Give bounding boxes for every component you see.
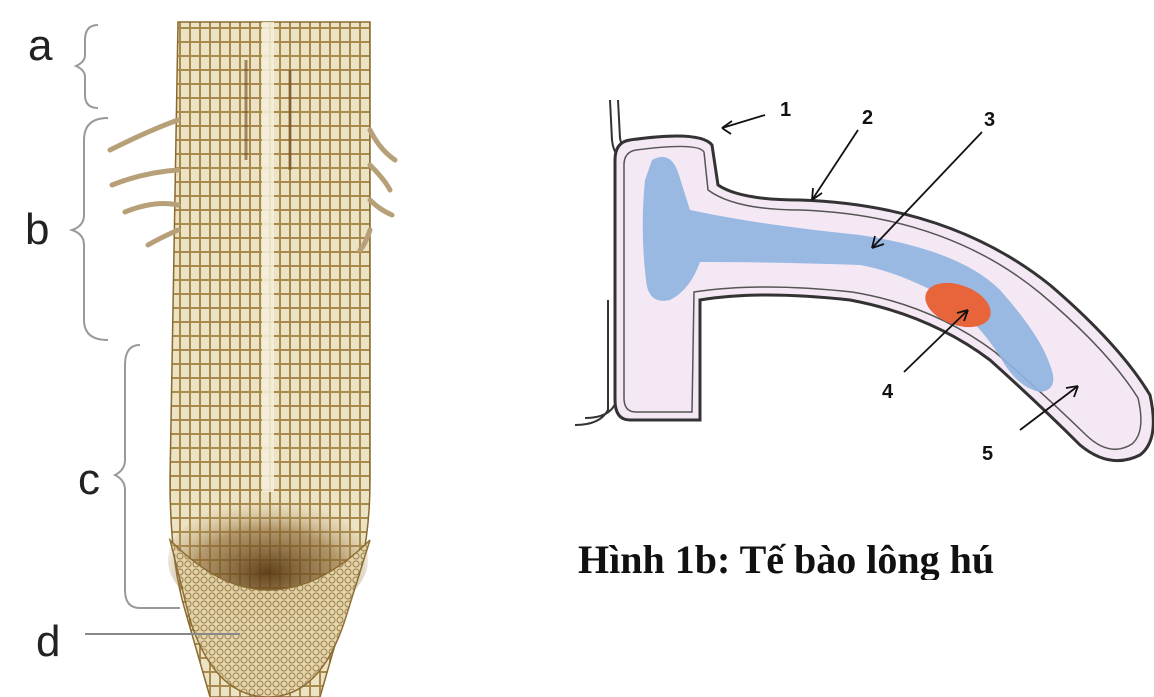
part-label-2: 2 xyxy=(862,108,873,128)
part-label-4: 4 xyxy=(882,382,893,402)
figure-caption: Hình 1b: Tế bào lông hú xyxy=(578,540,1154,580)
part-label-5: 5 xyxy=(982,444,993,464)
part-label-3: 3 xyxy=(984,110,995,130)
part-label-1: 1 xyxy=(780,100,791,120)
